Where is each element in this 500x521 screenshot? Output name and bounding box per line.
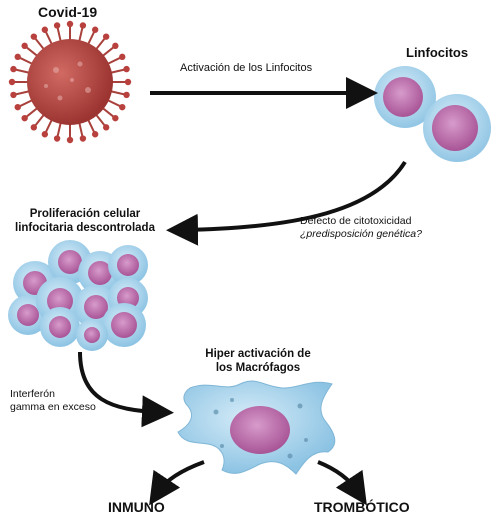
hiper-line1: Hiper activación de <box>205 348 311 360</box>
covid-title: Covid-19 <box>38 4 98 20</box>
arrow-icon <box>78 77 407 506</box>
interferon-label: Interferón gamma en exceso <box>10 388 96 413</box>
interferon-line2: gamma en exceso <box>10 400 96 413</box>
proliferation-line2: linfocitaria descontrolada <box>15 221 155 234</box>
trombotico-label: TROMBÓTICO <box>314 499 410 515</box>
defect-line1: Defecto de citotoxicidad <box>300 215 412 227</box>
macrophage-icon <box>177 380 336 475</box>
virus-icon <box>8 20 132 144</box>
arrow-defect <box>166 160 407 246</box>
inmuno-label: INMUNO <box>108 499 165 515</box>
macrophage-title: Hiper activación de los Macrófagos <box>196 348 320 376</box>
arrow-interferon <box>78 351 174 428</box>
defect-label: Defecto de citotoxicidad ¿predisposición… <box>300 215 422 240</box>
arrow-trombotico <box>317 460 367 506</box>
lymphocyte-icon <box>374 66 491 162</box>
activation-label: Activación de los Linfocitos <box>180 62 313 74</box>
hiper-line2: los Macrófagos <box>215 361 301 374</box>
arrow-inmuno <box>149 460 205 506</box>
cell-cluster-icon <box>8 240 148 351</box>
defect-line2: ¿predisposición genética? <box>300 227 422 240</box>
linfocitos-title: Linfocitos <box>406 45 469 60</box>
proliferation-line1: Proliferación celular <box>29 208 141 220</box>
proliferation-title: Proliferación celular linfocitaria desco… <box>0 208 170 236</box>
interferon-line1: Interferón <box>10 388 55 400</box>
